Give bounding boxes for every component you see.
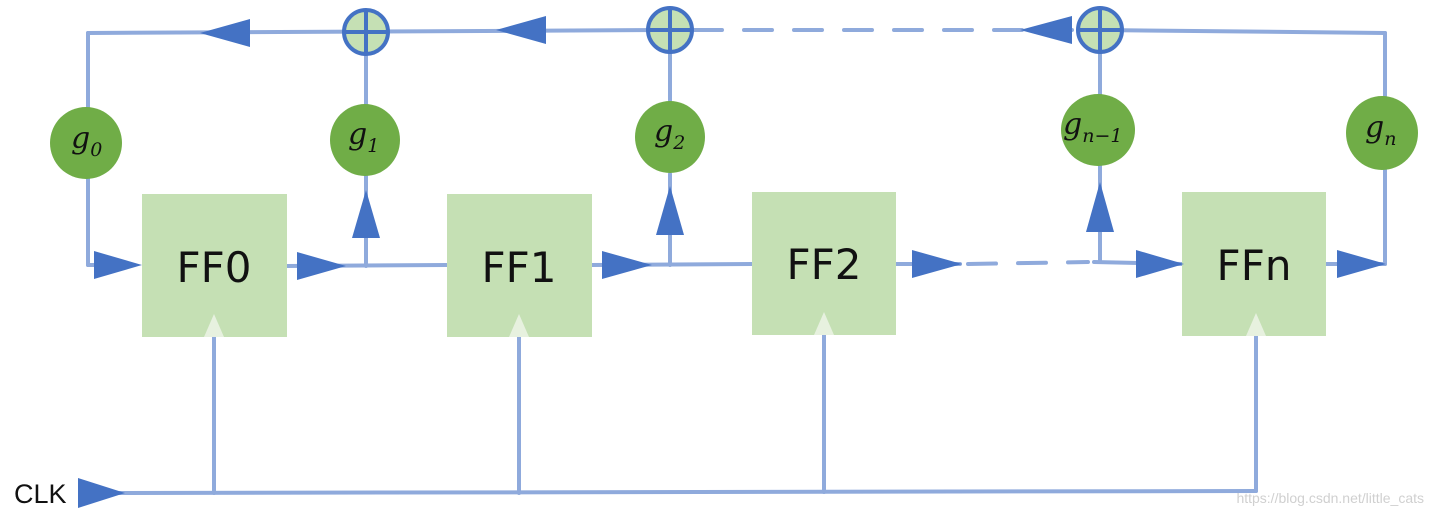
- g0-label: g0: [71, 121, 102, 161]
- g2-circle: [635, 101, 705, 173]
- arrow-into-ff0: [94, 251, 142, 279]
- arrow-up-g2: [656, 186, 684, 235]
- arrowheads: [78, 16, 1386, 508]
- xor-adder-n: [1076, 6, 1124, 54]
- feedback-line-right: [1098, 28, 1387, 35]
- tap-g1: g1: [330, 104, 400, 176]
- clock-bus: [116, 489, 1258, 495]
- arrow-clock: [78, 478, 125, 508]
- gn1-circle: [1061, 94, 1135, 166]
- ffn-clock-mark: [1246, 313, 1266, 336]
- flip-flop-ff1: FF1: [447, 194, 592, 337]
- ff0-box: [142, 194, 287, 337]
- ff2-label: FF2: [786, 240, 861, 289]
- gn1-label: gn−1: [1063, 107, 1122, 147]
- arrow-feedback-3: [1020, 16, 1072, 44]
- arrow-feedback-2: [496, 16, 546, 44]
- xor-adder-2: [646, 6, 694, 54]
- flip-flop-ffn: FFn: [1182, 192, 1326, 336]
- gn-label: gn: [1365, 110, 1396, 150]
- arrow-feedback-1: [200, 19, 250, 47]
- arrow-out-ff1: [602, 251, 652, 279]
- g2-label: g2: [654, 114, 685, 154]
- xor-adders: [342, 6, 1124, 56]
- ff0-label: FF0: [176, 243, 251, 292]
- arrow-up-g1: [352, 190, 380, 238]
- flip-flops: FF0 FF1 FF2 FFn: [142, 192, 1326, 337]
- ff1-clock-mark: [509, 314, 529, 337]
- g1-circle: [330, 104, 400, 176]
- watermark: https://blog.csdn.net/little_cats: [1236, 490, 1424, 506]
- tap-gn-1: gn−1: [1061, 94, 1135, 166]
- ffn-label: FFn: [1217, 241, 1292, 290]
- g0-circle: [50, 107, 122, 179]
- ff1-box: [447, 194, 592, 337]
- xor-adder-1: [342, 8, 390, 56]
- arrow-into-ffn: [1136, 250, 1184, 278]
- clock-label: CLK: [14, 479, 67, 509]
- flip-flop-ff2: FF2: [752, 192, 896, 335]
- arrow-out-ff0: [297, 252, 346, 280]
- ffn-box: [1182, 192, 1326, 336]
- ff0-clock-mark: [204, 314, 224, 337]
- tap-g2: g2: [635, 101, 705, 173]
- ff2-clock-mark: [814, 312, 834, 335]
- flip-flop-ff0: FF0: [142, 194, 287, 337]
- tap-g0: g0: [50, 107, 122, 179]
- g1-label: g1: [348, 117, 379, 157]
- arrow-out-ff2: [912, 250, 962, 278]
- ff2-box: [752, 192, 896, 335]
- arrow-up-gn1: [1086, 182, 1114, 232]
- arrow-out-ffn: [1337, 250, 1386, 278]
- ff2-out-dashed: [966, 260, 1090, 266]
- taps: g0 g1 g2 gn−1 gn: [50, 94, 1418, 179]
- tap-gn: gn: [1346, 96, 1418, 170]
- ff1-label: FF1: [481, 243, 556, 292]
- gn-circle: [1346, 96, 1418, 170]
